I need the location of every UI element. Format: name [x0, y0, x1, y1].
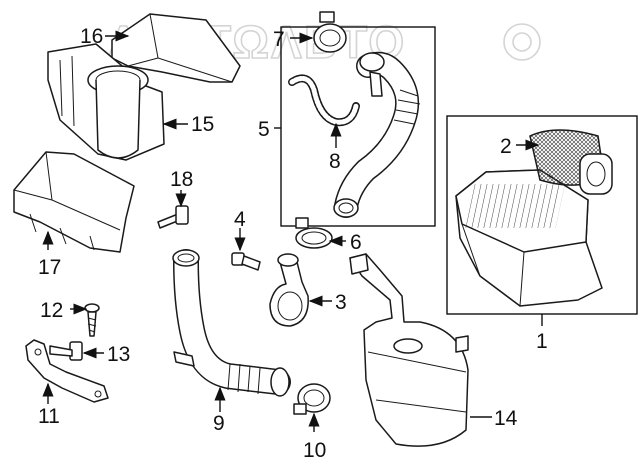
callout-12: 12	[40, 299, 63, 322]
intake-duct-housing	[47, 43, 165, 161]
air-duct-9	[172, 249, 291, 397]
air-box-cover	[111, 13, 241, 83]
mounting-bracket-11	[25, 339, 109, 403]
resonator-elbow-3	[269, 253, 309, 327]
watermark-logo-icon	[503, 23, 541, 61]
callout-5: 5	[258, 118, 270, 141]
callout-16: 16	[80, 25, 103, 48]
intake-hose-5	[333, 51, 421, 218]
callout-3: 3	[335, 291, 347, 314]
callout-7: 7	[273, 28, 285, 51]
bolt-13	[49, 341, 83, 361]
hose-clamp-6	[295, 217, 333, 249]
lower-air-duct	[13, 151, 135, 253]
callout-14: 14	[494, 407, 518, 430]
bolt-18	[157, 205, 189, 229]
callout-4: 4	[234, 208, 246, 231]
callout-11: 11	[38, 405, 60, 428]
air-cleaner-box	[455, 169, 603, 307]
callout-13: 13	[107, 343, 130, 366]
callout-17: 17	[38, 256, 61, 279]
vent-hose-8	[288, 74, 360, 127]
callout-18: 18	[170, 168, 193, 191]
callout-1: 1	[536, 330, 548, 353]
hose-group-box	[280, 26, 436, 227]
callout-15: 15	[191, 113, 214, 136]
hose-clamp-10	[293, 383, 331, 415]
leader-lines	[42, 30, 543, 432]
screw-12	[84, 303, 100, 337]
resonator-tank-14	[349, 253, 469, 447]
hose-clamp-7	[313, 11, 347, 53]
bolt-4	[231, 252, 261, 271]
callout-9: 9	[213, 412, 225, 435]
callout-6: 6	[350, 231, 362, 254]
callout-10: 10	[303, 439, 326, 462]
air-filter-element	[529, 129, 613, 195]
callout-2: 2	[500, 135, 512, 158]
callout-8: 8	[329, 150, 341, 173]
